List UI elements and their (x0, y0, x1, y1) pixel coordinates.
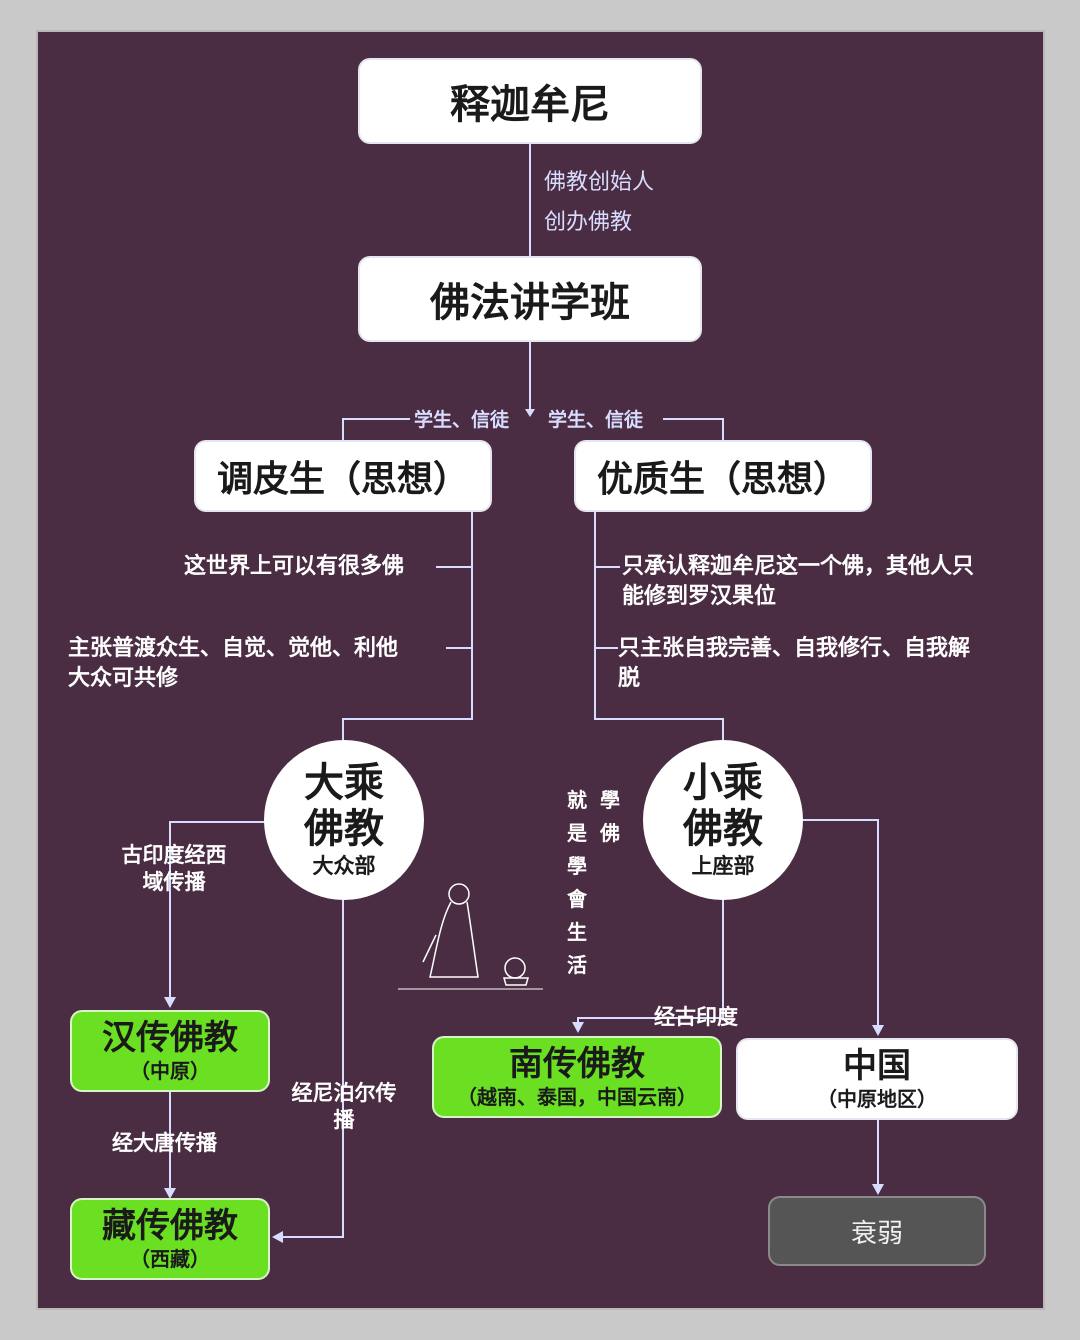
node-decline-text: 衰弱 (850, 1218, 903, 1249)
monk-sketch (398, 883, 543, 990)
node-excellent-text: 优质生（思想） (596, 459, 849, 500)
label-founder: 佛教创始人 (544, 170, 655, 195)
node-mahayana-sub: 大众部 (312, 854, 376, 878)
node-shakyamuni: 释迦牟尼 (360, 60, 700, 142)
connector-excellent-to-hinayana (594, 510, 724, 740)
connector-naughty-to-mahayana (342, 510, 473, 740)
node-han: 汉传佛教 （中原） (72, 1012, 268, 1090)
node-hinayana: 小乘 佛教 上座部 (643, 740, 803, 900)
node-hinayana-sub: 上座部 (691, 854, 755, 878)
node-class: 佛法讲学班 (360, 258, 700, 340)
node-south: 南传佛教 （越南、泰国，中国云南） (434, 1038, 720, 1116)
node-han-sub: （中原） (130, 1059, 210, 1083)
node-tibet: 藏传佛教 （西藏） (72, 1200, 268, 1278)
node-class-text: 佛法讲学班 (430, 280, 630, 326)
node-tibet-sub: （西藏） (130, 1247, 210, 1271)
node-hinayana-line2: 佛教 (683, 806, 763, 852)
node-south-sub: （越南、泰国，中国云南） (457, 1085, 697, 1109)
node-naughty-text: 调皮生（思想） (216, 459, 469, 500)
node-shakyamuni-text: 释迦牟尼 (450, 82, 610, 128)
label-students-left: 学生、信徒 (414, 409, 510, 431)
connector-hinayana-to-china (803, 819, 879, 1030)
label-left-point2: 主张普渡众生、自觉、觉他、利他 大众可共修 (68, 636, 399, 691)
node-hinayana-line1: 小乘 (683, 760, 763, 806)
node-mahayana: 大乘 佛教 大众部 (264, 740, 424, 900)
node-naughty: 调皮生（思想） (196, 442, 490, 510)
label-right-point1: 只承认释迦牟尼这一个佛，其他人只 能修到罗汉果位 (622, 554, 975, 609)
label-founded: 创办佛教 (544, 210, 633, 235)
node-china-sub: （中原地区） (817, 1087, 937, 1111)
node-china: 中国 （中原地区） (738, 1040, 1016, 1118)
node-excellent: 优质生（思想） (576, 442, 870, 510)
label-via-india: 经古印度 (654, 1005, 738, 1029)
label-via-tang: 经大唐传播 (112, 1131, 217, 1155)
node-decline: 衰弱 (770, 1198, 984, 1264)
label-right-point2: 只主张自我完善、自我修行、自我解 脱 (618, 636, 971, 691)
node-tibet-text: 藏传佛教 (102, 1206, 238, 1246)
label-left-point1: 这世界上可以有很多佛 (184, 554, 405, 579)
connector-mahayana-to-han (169, 821, 266, 1004)
node-mahayana-line2: 佛教 (304, 806, 384, 852)
node-china-text: 中国 (843, 1046, 911, 1086)
connector-mahayana-to-tibet (276, 900, 344, 1238)
label-students-right: 学生、信徒 (548, 409, 644, 431)
calligraphy-col2: 就是學會生活 (567, 788, 587, 977)
connector-to-excellent (663, 418, 724, 442)
label-via-nepal: 经尼泊尔传 播 (291, 1081, 397, 1132)
connector-to-naughty (342, 418, 410, 442)
calligraphy-col1: 學佛 (600, 788, 620, 845)
node-south-text: 南传佛教 (509, 1044, 645, 1084)
node-han-text: 汉传佛教 (102, 1018, 238, 1058)
node-mahayana-line1: 大乘 (304, 760, 384, 806)
connector-lines (164, 144, 884, 1243)
diagram-canvas: 释迦牟尼 佛教创始人 创办佛教 佛法讲学班 学生、信徒 学生、信徒 调皮生（思想… (38, 32, 1043, 1308)
label-via-west: 古印度经西 域传播 (121, 843, 227, 894)
